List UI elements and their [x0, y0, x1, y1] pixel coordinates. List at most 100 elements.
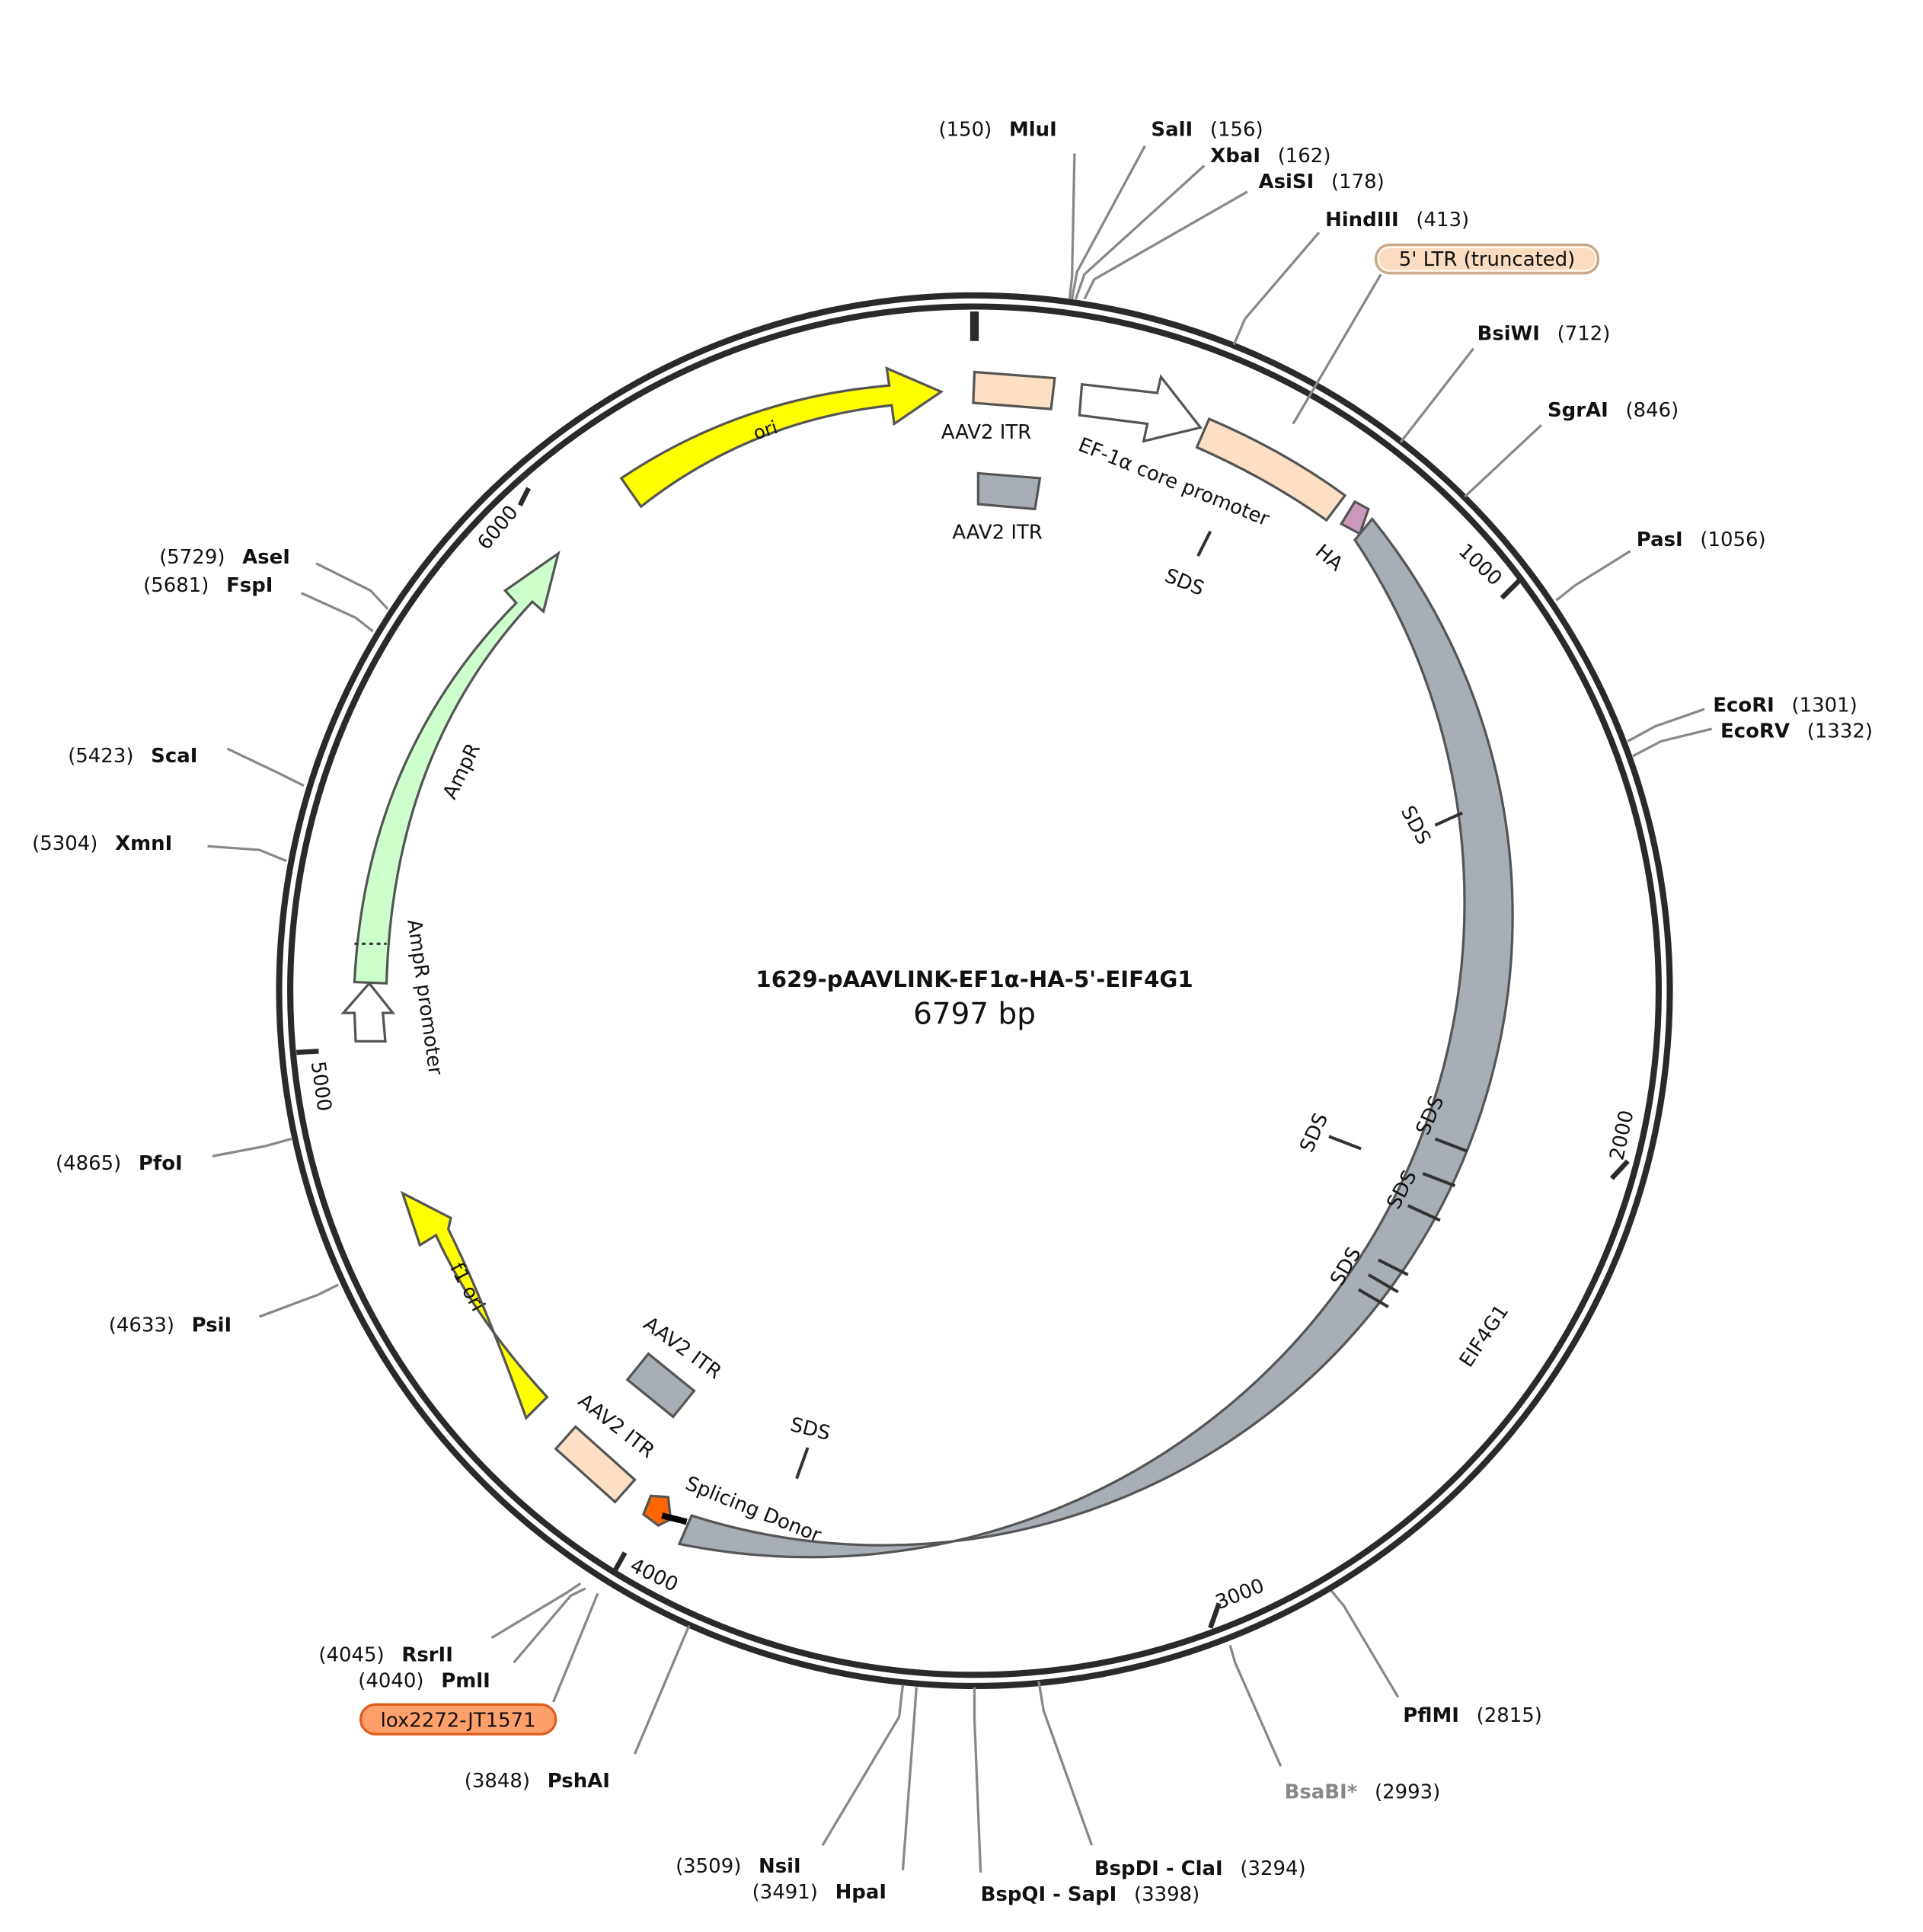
plasmid-length: 6797 bp	[913, 998, 1036, 1032]
label-5ltr: 5' LTR (truncated)	[1399, 248, 1576, 271]
leader-5ltr	[1292, 273, 1382, 425]
site-labels: (150)MluI SalI(156) XbaI(162) AsiSI(178)…	[32, 119, 1873, 1906]
site-label-pmli: (4040)PmlI	[358, 1670, 490, 1693]
label-lox2272: lox2272-JT1571	[381, 1709, 536, 1732]
label-box-5ltr	[1374, 243, 1600, 275]
site-label-sgrai: SgrAI(846)	[1548, 399, 1679, 422]
tick-label: 5000	[306, 1060, 336, 1113]
feature-ef1a-promoter	[1078, 374, 1203, 443]
site-label-sapi: BspQI - SapI(3398)	[981, 1883, 1200, 1906]
site-label-ecori: EcoRI(1301)	[1713, 694, 1858, 717]
feature-aav2-itr-bottom-grey	[625, 1352, 696, 1419]
feature-label-eif4g1: EIF4G1	[1455, 1301, 1513, 1372]
tick-4000	[610, 1551, 628, 1576]
leader-hindiii	[1232, 232, 1321, 346]
sds-label: SDS	[1161, 564, 1207, 601]
sds-tick	[1357, 1288, 1389, 1308]
tick-label: 6000	[473, 501, 522, 554]
sds-tick	[795, 1447, 810, 1480]
feature-label-aav2-itr-1: AAV2 ITR	[941, 421, 1032, 444]
boxed-labels: 5' LTR (truncated) lox2272-JT1571	[359, 243, 1600, 1736]
leader-psii	[258, 1283, 340, 1318]
leader-ecori	[1627, 707, 1705, 742]
tick-label: 3000	[1212, 1574, 1267, 1614]
sds-tick	[1377, 1258, 1409, 1276]
leader-pasi	[1555, 550, 1631, 602]
site-label-mlui: (150)MluI	[938, 119, 1056, 142]
leader-xbai	[1074, 164, 1206, 300]
site-label-nsii: (3509)NsiI	[676, 1855, 801, 1878]
site-label-fspi: (5681)FspI	[143, 574, 273, 597]
site-label-psii: (4633)PsiI	[109, 1314, 232, 1337]
leader-claI	[1037, 1681, 1094, 1846]
sds-tick	[1196, 530, 1212, 557]
sds-tick	[1367, 1273, 1399, 1294]
sds-label: SDS	[1295, 1110, 1333, 1156]
backbone-inner-ring	[287, 303, 1663, 1678]
site-label-pfoi: (4865)PfoI	[56, 1152, 183, 1175]
tick-5000	[296, 1049, 319, 1055]
feature-label-f1-ori: f1 ori	[445, 1259, 489, 1315]
leader-mlui	[1068, 153, 1076, 299]
tick-6000	[517, 487, 531, 507]
feature-f1-ori	[400, 1190, 549, 1421]
site-label-xmni: (5304)XmnI	[32, 832, 172, 855]
site-label-ecorv: EcoRV(1332)	[1720, 720, 1873, 742]
site-label-pshai: (3848)PshAI	[465, 1770, 610, 1793]
leader-xmni	[207, 845, 287, 863]
plasmid-title: 1629-pAAVLINK-EF1α-HA-5'-EIF4G1 6797 bp	[755, 966, 1193, 1032]
feature-ampr-promoter	[340, 981, 396, 1043]
leader-sgrai	[1464, 424, 1542, 498]
tick-label: 2000	[1605, 1108, 1638, 1162]
site-label-xbai: XbaI(162)	[1210, 145, 1330, 168]
site-label-bsiwi: BsiWI(712)	[1477, 322, 1611, 345]
feature-5ltr-bar	[1195, 417, 1347, 522]
leader-asisi	[1083, 190, 1248, 300]
leader-asei	[315, 562, 389, 610]
sds-markers	[795, 530, 1468, 1480]
site-label-hpai: (3491)HpaI	[752, 1881, 886, 1904]
leader-rsrii	[490, 1582, 582, 1640]
site-leaders	[207, 145, 1713, 1873]
leader-pshai	[634, 1624, 691, 1755]
site-label-rsrii: (4045)RsrII	[318, 1644, 452, 1667]
tick-label: 4000	[626, 1554, 681, 1597]
feature-label-aav2-itr-2: AAV2 ITR	[952, 521, 1043, 544]
leader-scai	[226, 747, 305, 787]
feature-splicing-donor	[641, 1494, 672, 1528]
sds-tick	[1407, 1204, 1441, 1222]
feature-label-ha: HA	[1311, 540, 1347, 576]
leader-bsiwi	[1399, 347, 1474, 443]
leader-pmli	[513, 1587, 586, 1664]
leader-sali	[1071, 145, 1146, 300]
feature-aav2-itr-bottom-peach	[554, 1425, 637, 1504]
site-label-asisi: AsiSI(178)	[1259, 171, 1385, 193]
site-label-pasi: PasI(1056)	[1637, 529, 1766, 551]
leader-hpai	[901, 1687, 918, 1870]
sds-tick	[1422, 1172, 1456, 1188]
feature-label-ampr: AmpR	[439, 739, 485, 803]
plasmid-name: 1629-pAAVLINK-EF1α-HA-5'-EIF4G1	[755, 966, 1193, 992]
leader-bsabi	[1228, 1644, 1283, 1768]
sds-tick	[1434, 811, 1463, 827]
feature-aav2-itr-top-peach	[972, 370, 1056, 410]
leader-fspi	[301, 592, 374, 633]
site-label-asei: (5729)AseI	[159, 546, 290, 569]
leader-lox	[552, 1592, 599, 1703]
feature-eif4g1	[677, 516, 1514, 1559]
leader-pflmi	[1330, 1590, 1400, 1698]
site-label-bsabi: BsaBI*(2993)	[1285, 1781, 1441, 1804]
sds-tick	[1434, 1137, 1468, 1153]
sds-label: SDS	[788, 1413, 833, 1445]
site-label-sali: SalI(156)	[1151, 119, 1263, 142]
feature-label-ampr-promoter: AmpR promoter	[402, 918, 446, 1077]
site-label-scai: (5423)ScaI	[68, 745, 197, 768]
site-label-clai: BspDI - ClaI(3294)	[1094, 1857, 1306, 1880]
tick-1000	[1500, 579, 1521, 600]
tick-2000	[1609, 1159, 1630, 1180]
leader-nsii	[821, 1685, 905, 1846]
feature-ori	[619, 366, 944, 509]
features: ori AAV2 ITR AAV2 ITR EF-1α core promote…	[340, 366, 1514, 1559]
leader-pfoi	[212, 1137, 292, 1158]
